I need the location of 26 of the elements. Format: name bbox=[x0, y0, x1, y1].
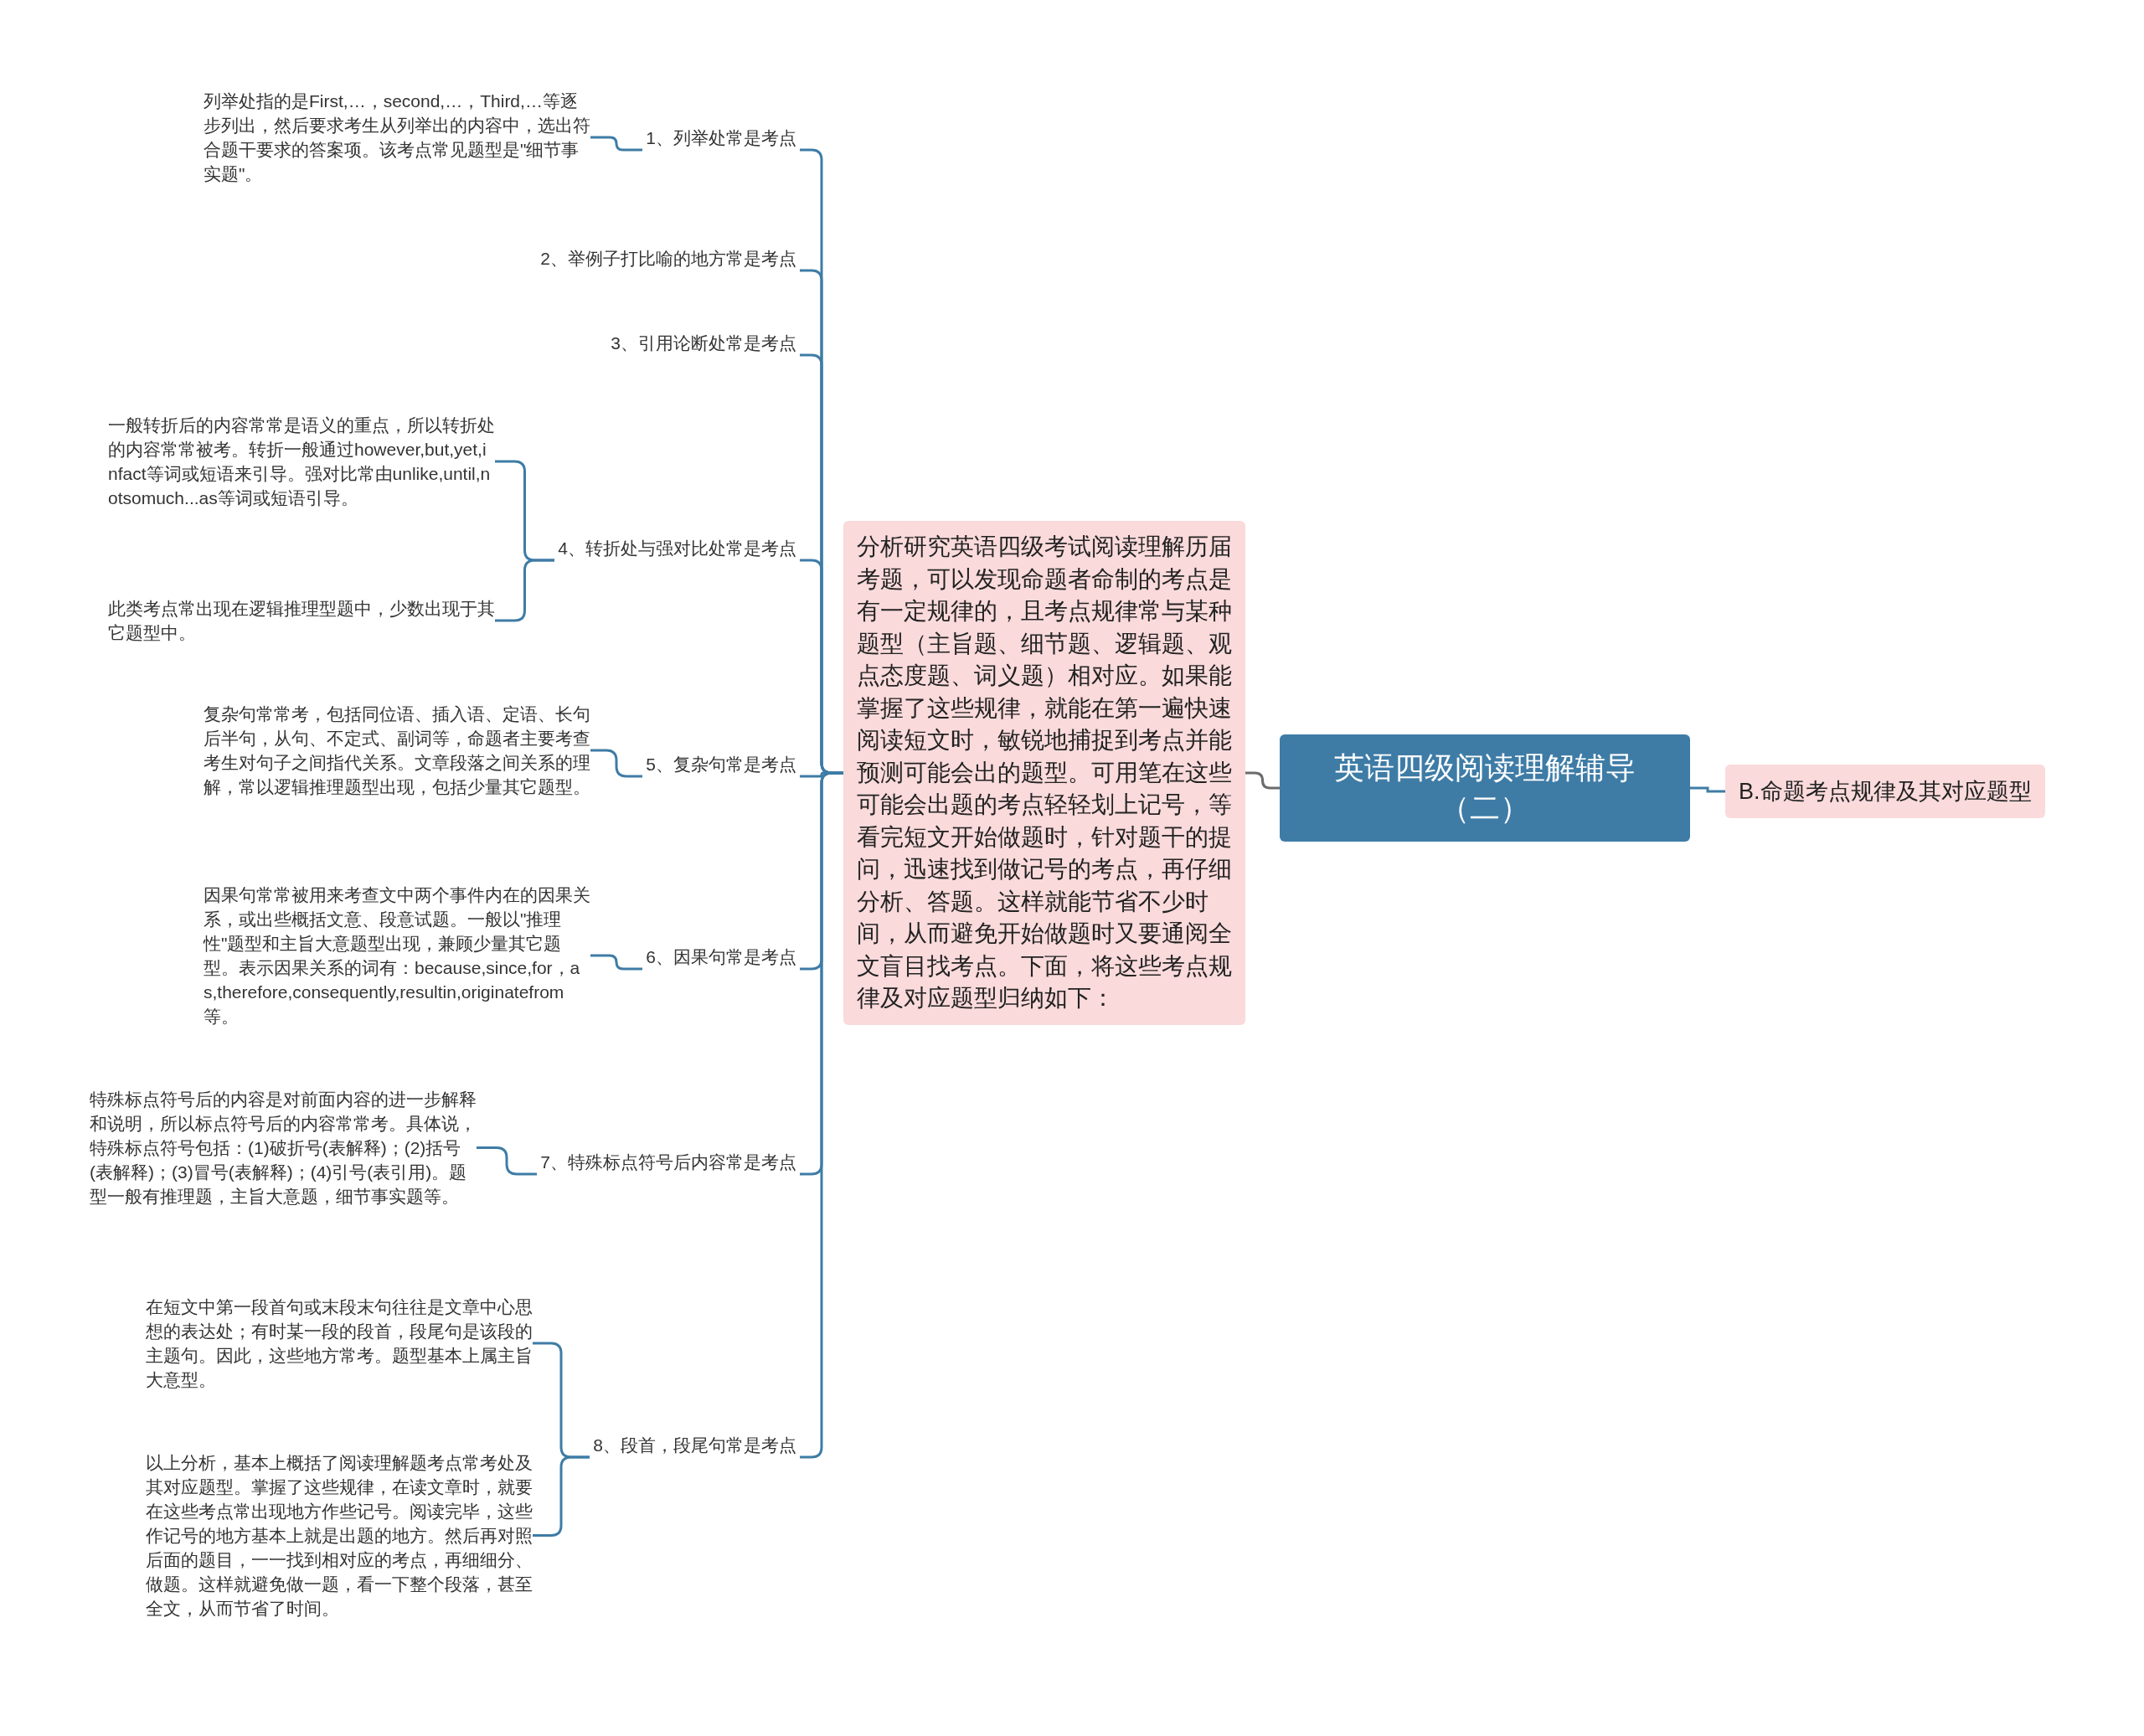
branch-label: 7、特殊标点符号后内容常是考点 bbox=[537, 1151, 800, 1174]
branch-label: 2、举例子打比喻的地方常是考点 bbox=[537, 247, 800, 270]
connector-line bbox=[590, 136, 642, 152]
note-text: 复杂句常常考，包括同位语、插入语、定语、长句后半句，从句、不定式、副词等，命题者主要考查考生对句子之间指代关系。文章段落之间关系的理解，常以逻辑推理题型出现，包括少量其它题型。 bbox=[204, 702, 590, 799]
branch-label: 8、段首，段尾句常是考点 bbox=[590, 1434, 800, 1457]
connector-line bbox=[477, 1146, 537, 1176]
connector-line bbox=[1245, 771, 1280, 790]
note-text: 一般转折后的内容常常是语义的重点，所以转折处的内容常常被考。转折一般通过however,but,yet,infact等词或短语来引导。强对比常由unlike,until,notsomuch...as等词或短语引导。 bbox=[108, 413, 495, 510]
connector-line bbox=[590, 749, 642, 778]
branch-label: 5、复杂句常是考点 bbox=[642, 753, 800, 776]
connector-line bbox=[1690, 786, 1725, 793]
note-text: 因果句常常被用来考查文中两个事件内在的因果关系，或出些概括文意、段意试题。一般以"推理性"题型和主旨大意题型出现，兼顾少量其它题型。表示因果关系的词有：because,since,for，as,therefore,consequently,resultin,originatefrom等。 bbox=[204, 883, 590, 1028]
note-text: 列举处指的是First,…，second,…，Third,…等逐步列出，然后要求考生从列举出的内容中，选出符合题干要求的答案项。该考点常见题型是"细节事实题"。 bbox=[204, 89, 590, 186]
note-text: 特殊标点符号后的内容是对前面内容的进一步解释和说明，所以标点符号后的内容常常考。具体说，特殊标点符号包括：(1)破折号(表解释)；(2)括号(表解释)；(3)冒号(表解释)；(4)引号(表引用)。题型一般有推理题，主旨大意题，细节事实题等。 bbox=[90, 1087, 477, 1208]
subtopic-box: B.命题考点规律及其对应题型 bbox=[1725, 765, 2045, 818]
topic-box: 分析研究英语四级考试阅读理解历届考题，可以发现命题者命制的考点是有一定规律的，且考点规律常与某种题型（主旨题、细节题、逻辑题、观点态度题、词义题）相对应。如果能掌握了这些规律，就能在第一遍快速阅读短文时，敏锐地捕捉到考点并能预测可能会出的题型。可用笔在这些可能会出题的考点轻轻划上记号，等看完短文开始做题时，针对题干的提问，迅速找到做记号的考点，再仔细分析、答题。这样就能节省不少时间，从而避免开始做题时又要通阅全文盲目找考点。下面，将这些考点规律及对应题型归纳如下： bbox=[843, 521, 1245, 1025]
connector-line bbox=[590, 954, 642, 971]
note-text: 此类考点常出现在逻辑推理型题中，少数出现于其它题型中。 bbox=[108, 596, 495, 645]
branch-label: 3、引用论断处常是考点 bbox=[607, 332, 800, 355]
note-text: 以上分析，基本上概括了阅读理解题考点常考处及其对应题型。掌握了这些规律，在读文章时，就要在这些考点常出现地方作些记号。阅读完毕，这些作记号的地方基本上就是出题的地方。然后再对照后面的题目，一一找到相对应的考点，再细细分、做题。这样就避免做一题，看一下整个段落，甚至全文，从而节省了时间。 bbox=[146, 1450, 533, 1620]
central-topic-box: 英语四级阅读理解辅导（二） bbox=[1280, 734, 1690, 842]
branch-label: 1、列举处常是考点 bbox=[642, 126, 800, 150]
branch-label: 4、转折处与强对比处常是考点 bbox=[554, 537, 800, 560]
note-text: 在短文中第一段首句或末段末句往往是文章中心思想的表达处；有时某一段的段首，段尾句是该段的主题句。因此，这些地方常考。题型基本上属主旨大意型。 bbox=[146, 1295, 533, 1392]
connector-line bbox=[495, 559, 554, 622]
branch-label: 6、因果句常是考点 bbox=[642, 945, 800, 969]
